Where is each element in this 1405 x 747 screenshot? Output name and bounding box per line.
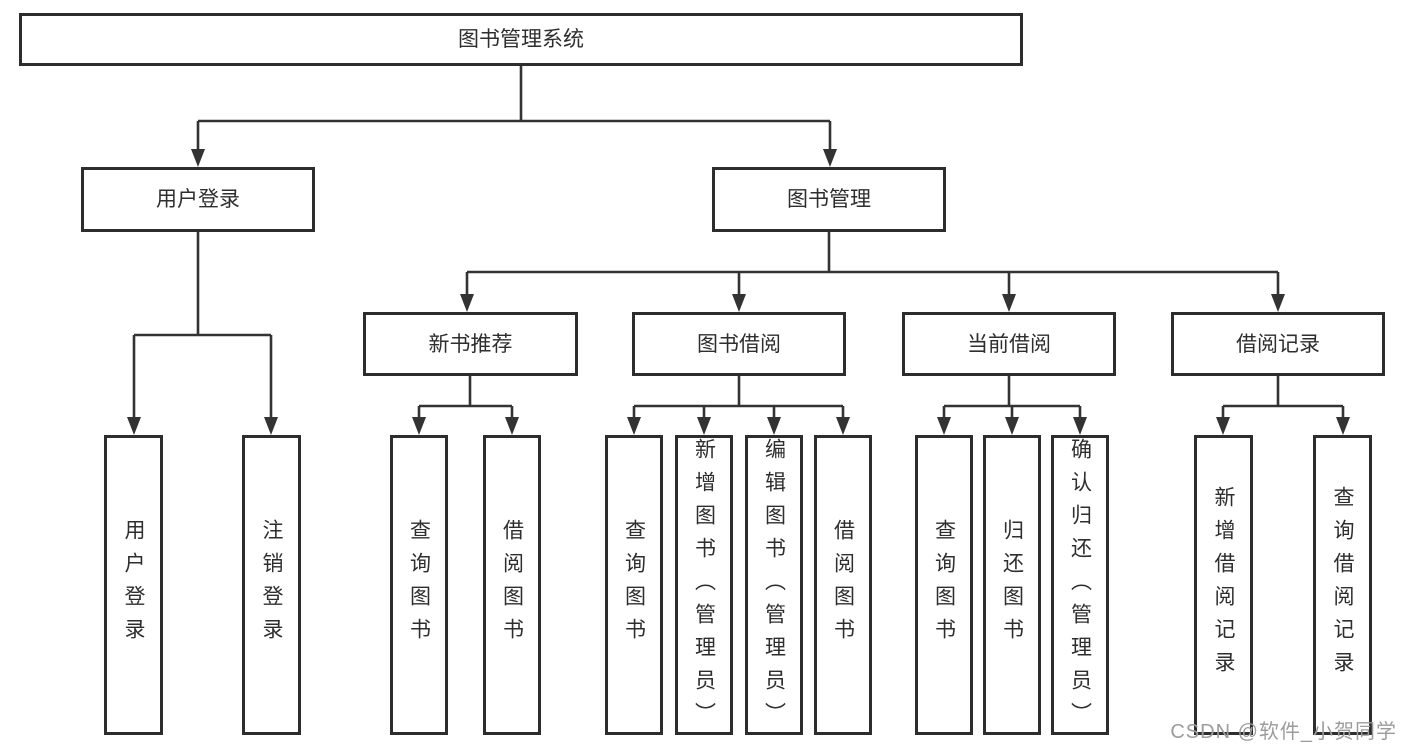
node-module-book-borrowing: 图书借阅 [632, 312, 846, 376]
node-branch-book-management: 图书管理 [712, 167, 946, 232]
node-leaf-return-books: 归还图书 [983, 435, 1041, 735]
arrowhead-down-icon [1216, 417, 1230, 435]
node-leaf-confirm-return-admin: 确认归还（管理员） [1051, 435, 1109, 735]
node-leaf-edit-books-admin: 编辑图书（管理员） [745, 435, 803, 735]
node-module-borrowing-records: 借阅记录 [1171, 312, 1385, 376]
node-leaf-logout: 注销登录 [242, 435, 301, 735]
watermark: CSDN @软件_小贺同学 [1170, 721, 1397, 743]
arrowhead-down-icon [460, 294, 474, 312]
arrowhead-down-icon [836, 417, 850, 435]
node-leaf-query-books-borrowing: 查询图书 [605, 435, 663, 735]
node-leaf-borrow-books-borrowing: 借阅图书 [814, 435, 872, 735]
arrowhead-down-icon [1073, 417, 1087, 435]
arrowhead-down-icon [1005, 417, 1019, 435]
arrowhead-down-icon [505, 417, 519, 435]
node-module-current-borrowing: 当前借阅 [902, 312, 1116, 376]
arrowhead-down-icon [127, 417, 141, 435]
arrowhead-down-icon [1271, 294, 1285, 312]
node-branch-user-login: 用户登录 [81, 167, 315, 232]
arrowhead-down-icon [627, 417, 641, 435]
node-leaf-user-login: 用户登录 [104, 435, 163, 735]
arrowhead-down-icon [697, 417, 711, 435]
arrowhead-down-icon [264, 417, 278, 435]
node-module-new-book-recommend: 新书推荐 [363, 312, 578, 376]
arrowhead-down-icon [937, 417, 951, 435]
node-leaf-add-borrow-record: 新增借阅记录 [1194, 435, 1253, 735]
arrowhead-down-icon [732, 294, 746, 312]
arrowhead-down-icon [1002, 294, 1016, 312]
arrowhead-down-icon [412, 417, 426, 435]
node-root: 图书管理系统 [19, 13, 1023, 66]
arrowhead-down-icon [191, 149, 205, 167]
node-leaf-query-books-recommend: 查询图书 [390, 435, 448, 735]
arrowhead-down-icon [823, 149, 837, 167]
arrowhead-down-icon [767, 417, 781, 435]
node-leaf-query-borrow-record: 查询借阅记录 [1313, 435, 1372, 735]
arrowhead-down-icon [1336, 417, 1350, 435]
node-leaf-add-books-admin: 新增图书（管理员） [675, 435, 733, 735]
node-leaf-query-books-current: 查询图书 [915, 435, 973, 735]
node-leaf-borrow-books-recommend: 借阅图书 [483, 435, 541, 735]
